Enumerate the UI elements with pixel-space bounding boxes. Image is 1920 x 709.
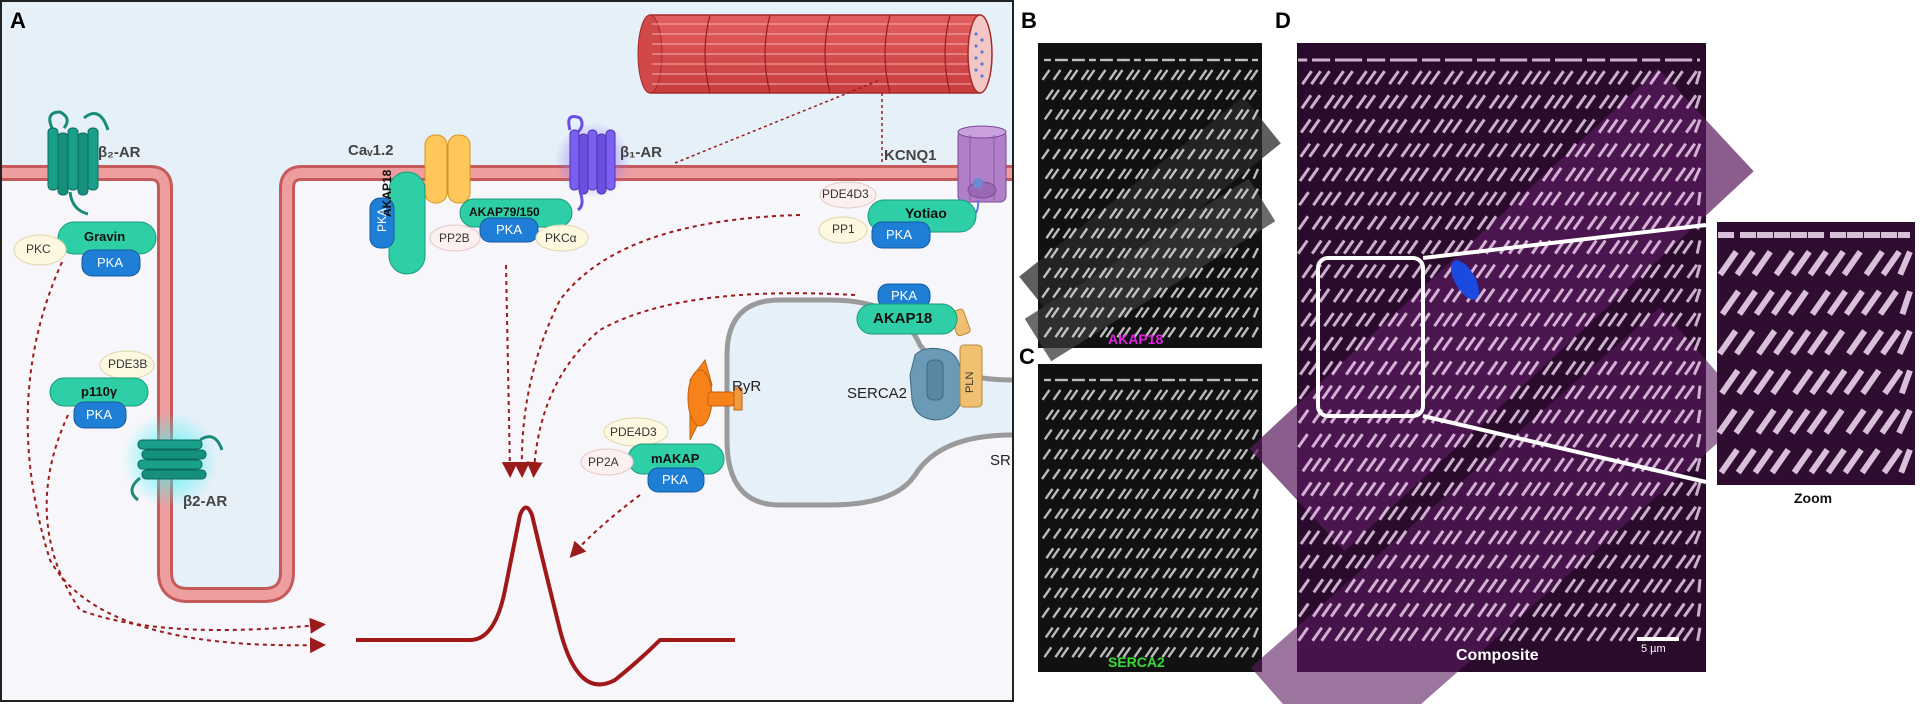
yotiao-label: Yotiao (905, 205, 947, 221)
akap79-pp2b-label: PP2B (439, 231, 470, 245)
akap79-label: AKAP79/150 (469, 205, 540, 219)
panel-label-b: B (1021, 8, 1037, 33)
sarcolemma-inner (2, 168, 1012, 600)
kcnq1-channel (949, 125, 1007, 222)
yotiao-pp1-label: PP1 (832, 222, 855, 236)
cav12-channel (424, 134, 471, 204)
akap18-sr-pka-label: PKA (891, 288, 918, 303)
scale-bar-label: 5 µm (1641, 643, 1666, 655)
gravin-pkc-label: PKC (26, 242, 51, 256)
p110-pka-label: PKA (86, 407, 113, 422)
myofibril-cylinder (637, 14, 993, 94)
panel-c-micrograph (1038, 364, 1262, 672)
panel-label-a: A (10, 8, 26, 33)
cav12-label: Caᵥ1.2 (348, 142, 394, 159)
beta2-ar-tubule-receptor (122, 412, 224, 508)
akap79-pkc-label: PKCα (545, 231, 577, 245)
zoom-line-left (674, 79, 881, 164)
beta2-ar-top-receptor (47, 110, 110, 216)
yotiao-pka-label: PKA (886, 227, 913, 242)
zoom-panel (1706, 222, 1915, 485)
sr-label: SR (990, 452, 1011, 469)
zoom-label: Zoom (1794, 490, 1833, 506)
serca2-label: SERCA2 (847, 385, 908, 402)
serca2-pump (909, 347, 963, 421)
panel-c-channel-label: SERCA2 (1108, 654, 1165, 670)
akap18-sr-complex (856, 283, 958, 335)
ryr-label: RyR (732, 378, 762, 395)
panel-b-channel-label: AKAP18 (1108, 331, 1164, 347)
yotiao-complex (818, 181, 977, 249)
yotiao-pde-label: PDE4D3 (822, 187, 869, 201)
p110-label: p110γ (81, 384, 118, 399)
beta2-ar-bottom-label: β2-AR (183, 493, 228, 510)
zoom-box (1316, 256, 1425, 418)
p110-complex (49, 350, 155, 429)
makap-pp2a-label: PP2A (588, 455, 619, 469)
extracellular-space (2, 2, 1012, 590)
panel-label-c: C (1019, 344, 1035, 369)
beta1-ar-label: β₁-AR (620, 144, 663, 161)
p110-pde-label: PDE3B (108, 357, 148, 371)
panel-label-d: D (1275, 8, 1291, 33)
makap-pka-label: PKA (662, 472, 689, 487)
panel-b-micrograph (1019, 43, 1281, 362)
gravin-pka-label: PKA (97, 255, 124, 270)
panel-d-composite-label: Composite (1456, 647, 1539, 664)
akap18-sr-label: AKAP18 (873, 310, 933, 327)
signaling-arrows (26, 214, 856, 654)
makap-label: mAKAP (651, 451, 700, 466)
action-potential-trace (356, 505, 735, 687)
kcnq1-label: KCNQ1 (884, 147, 937, 164)
akap18-vertical-pka-label: PKA (375, 207, 389, 232)
scale-bar (1637, 637, 1679, 641)
beta1-ar-receptor (555, 115, 631, 212)
akap79-pka-label: PKA (496, 222, 523, 237)
beta2-ar-top-label: β₂-AR (98, 144, 141, 161)
panel-d-composite (1249, 43, 1754, 709)
gravin-label: Gravin (84, 229, 126, 244)
akap79-complex (429, 198, 589, 252)
ryr-channel (687, 358, 743, 441)
makap-pde-label: PDE4D3 (610, 425, 657, 439)
pln-label: PLN (964, 371, 976, 393)
gravin-complex (13, 221, 157, 277)
akap18-vertical-complex (369, 171, 426, 275)
makap-complex (580, 417, 725, 493)
